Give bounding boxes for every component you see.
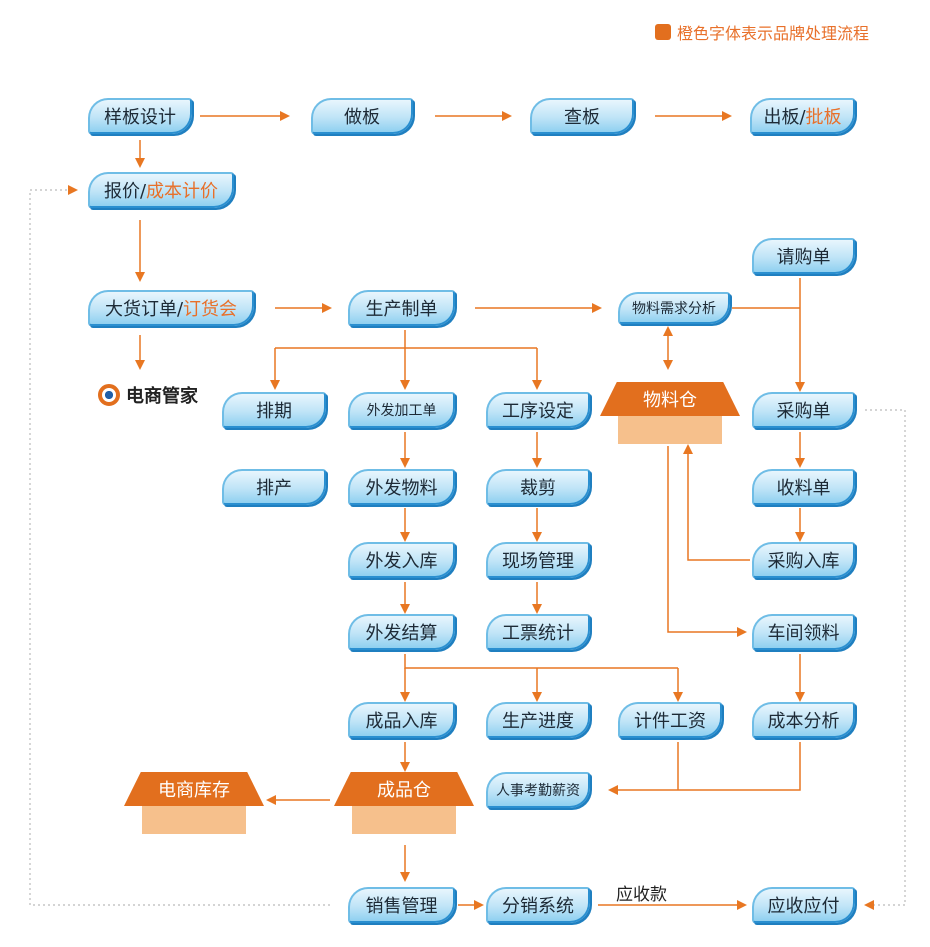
node-label: 出板/ [763, 107, 806, 128]
legend: 橙色字体表示品牌处理流程 [655, 20, 869, 44]
node-hr-payroll[interactable]: 人事考勤薪资 [486, 772, 590, 808]
node-label: 工票统计 [502, 623, 574, 644]
node-label: 人事考勤薪资 [496, 783, 580, 799]
logo-text: 电商管家 [126, 386, 198, 407]
node-label: 工序设定 [502, 401, 574, 422]
ecommerce-stock[interactable]: 电商库存 [124, 772, 264, 836]
node-label: 采购入库 [767, 551, 840, 572]
receivables-edge-label: 应收款 [616, 885, 667, 905]
node-label: 应收应付 [767, 896, 840, 917]
arrow [667, 446, 747, 637]
warehouse-label: 物料仓 [643, 390, 697, 411]
node-mrp[interactable]: 物料需求分析 [618, 292, 730, 324]
node-label: 物料需求分析 [632, 301, 716, 317]
node-label: 外发物料 [365, 478, 438, 499]
node-site-management[interactable]: 现场管理 [486, 542, 590, 578]
node-receiving[interactable]: 收料单 [752, 469, 855, 505]
house-wall [352, 806, 456, 834]
node-schedule[interactable]: 排期 [222, 392, 326, 428]
node-label: 样板设计 [104, 107, 176, 128]
node-label: 排期 [256, 401, 292, 422]
node-ar-ap[interactable]: 应收应付 [752, 887, 855, 923]
node-piece-wage[interactable]: 计件工资 [618, 702, 722, 738]
node-label: 采购单 [776, 401, 831, 422]
node-production-plan[interactable]: 排产 [222, 469, 326, 505]
node-label: 生产进度 [502, 711, 574, 732]
node-label: 请购单 [776, 247, 831, 268]
legend-swatch [655, 24, 671, 40]
node-bulk-order[interactable]: 大货订单/订货会 [88, 290, 254, 326]
house-roof [124, 772, 264, 806]
house-roof [334, 772, 474, 806]
node-label: 现场管理 [502, 551, 574, 572]
material-warehouse[interactable]: 物料仓 [600, 382, 740, 446]
ecommerce-manager-logo: 电商管家 [98, 382, 198, 408]
node-purchase-request[interactable]: 请购单 [752, 238, 855, 274]
node-label: 生产制单 [365, 299, 438, 320]
node-label: 报价/ [103, 181, 147, 202]
node-out-board[interactable]: 出板/批板 [750, 98, 855, 134]
node-sample-design[interactable]: 样板设计 [88, 98, 192, 134]
node-label: 外发加工单 [366, 403, 437, 419]
node-process-setting[interactable]: 工序设定 [486, 392, 590, 428]
node-label: 裁剪 [520, 478, 556, 499]
node-purchase-order[interactable]: 采购单 [752, 392, 855, 428]
house-wall [142, 806, 246, 834]
node-label: 计件工资 [634, 711, 706, 732]
dotted-loop-left [29, 189, 330, 906]
node-cutting[interactable]: 裁剪 [486, 469, 590, 505]
node-production-order[interactable]: 生产制单 [348, 290, 455, 326]
node-outsource-order[interactable]: 外发加工单 [348, 392, 455, 428]
arrow [608, 742, 801, 795]
warehouse-label: 电商库存 [158, 780, 230, 801]
node-label: 外发结算 [365, 623, 438, 644]
node-label: 销售管理 [365, 896, 438, 917]
node-ticket-stats[interactable]: 工票统计 [486, 614, 590, 650]
node-label: 成品入库 [365, 711, 438, 732]
node-sales-management[interactable]: 销售管理 [348, 887, 455, 923]
house-roof [600, 382, 740, 416]
node-check-board[interactable]: 查板 [530, 98, 634, 134]
dotted-loop-right [865, 409, 906, 906]
logo-icon [98, 384, 120, 406]
node-label: 做板 [344, 107, 380, 128]
node-label: 分销系统 [502, 896, 574, 917]
node-label-brand: 批板 [805, 107, 842, 128]
legend-text: 橙色字体表示品牌处理流程 [677, 24, 870, 43]
arrow [683, 444, 750, 561]
node-purchase-inbound[interactable]: 采购入库 [752, 542, 855, 578]
node-label: 排产 [256, 478, 292, 499]
node-outsource-settlement[interactable]: 外发结算 [348, 614, 455, 650]
node-cost-analysis[interactable]: 成本分析 [752, 702, 855, 738]
node-outsource-inbound[interactable]: 外发入库 [348, 542, 455, 578]
finished-warehouse[interactable]: 成品仓 [334, 772, 474, 836]
node-label-brand: 订货会 [183, 299, 238, 320]
node-label: 车间领料 [767, 623, 840, 644]
node-finished-inbound[interactable]: 成品入库 [348, 702, 455, 738]
node-label: 大货订单/ [104, 299, 184, 320]
warehouse-label: 成品仓 [377, 780, 431, 801]
node-label: 收料单 [776, 478, 831, 499]
node-label: 成本分析 [767, 711, 840, 732]
node-outsource-material[interactable]: 外发物料 [348, 469, 455, 505]
node-production-progress[interactable]: 生产进度 [486, 702, 590, 738]
node-label: 外发入库 [365, 551, 438, 572]
node-workshop-requisition[interactable]: 车间领料 [752, 614, 855, 650]
house-wall [618, 416, 722, 444]
connector [404, 654, 678, 669]
node-quote[interactable]: 报价/成本计价 [88, 172, 234, 208]
node-distribution-system[interactable]: 分销系统 [486, 887, 590, 923]
node-label: 查板 [564, 107, 600, 128]
node-make-board[interactable]: 做板 [311, 98, 413, 134]
node-label-brand: 成本计价 [146, 181, 219, 202]
